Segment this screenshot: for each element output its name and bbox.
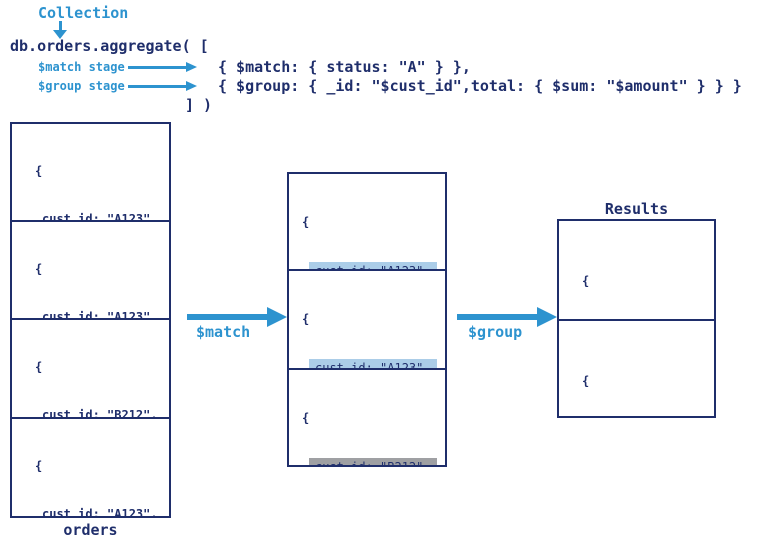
brace-open: { xyxy=(582,274,590,288)
brace-open: { xyxy=(35,262,43,276)
document-card: { cust_id: "B212", amount: 200, status: … xyxy=(289,368,445,465)
closing-bracket: ] ) xyxy=(185,96,213,114)
brace-open: { xyxy=(35,164,43,178)
document-card: { cust_id: "A123", amount: 250, status: … xyxy=(12,220,169,318)
document-card: { _id: "A123", total: 750 } xyxy=(559,221,714,319)
document-card: { cust_id: "A123", amount: 300, status: … xyxy=(12,417,169,516)
aggregate-code-line: db.orders.aggregate( [ xyxy=(10,37,209,55)
brace-open: { xyxy=(582,374,590,388)
match-stage-output-box: { cust_id: "A123", amount: 500, status: … xyxy=(287,172,447,467)
results-title: Results xyxy=(604,200,669,218)
orders-box-label: orders xyxy=(63,521,118,539)
highlighted-id-line: cust_id: "A123", xyxy=(309,262,437,269)
group-arrow-label: $group xyxy=(468,323,523,341)
brace-open: { xyxy=(35,459,43,473)
document-card: { cust_id: "A123", amount: 500, status: … xyxy=(289,174,445,269)
doc-line: cust_id: "A123", xyxy=(42,310,158,318)
doc-line: cust_id: "A123", xyxy=(42,212,158,220)
document-card: { cust_id: "A123", amount: 500, status: … xyxy=(12,124,169,220)
match-stage-label: $match stage xyxy=(38,60,125,74)
document-card: { cust_id: "A123", amount: 250, status: … xyxy=(289,269,445,368)
document-card: { _id: "B212", total: 200 } xyxy=(559,319,714,416)
match-arrow-label: $match xyxy=(196,323,251,341)
doc-line: cust_id: "B212", xyxy=(42,408,158,417)
match-code-line: { $match: { status: "A" } }, xyxy=(218,58,471,76)
orders-collection-box: { cust_id: "A123", amount: 500, status: … xyxy=(10,122,171,518)
group-code-line: { $group: { _id: "$cust_id",total: { $su… xyxy=(218,77,742,95)
highlighted-id-line: cust_id: "A123", xyxy=(309,359,437,368)
doc-line: cust_id: "A123", xyxy=(42,507,158,516)
collection-label: Collection xyxy=(38,4,129,22)
highlighted-id-line: cust_id: "B212", xyxy=(309,458,437,465)
group-stage-label: $group stage xyxy=(38,79,125,93)
results-box: { _id: "A123", total: 750 } { _id: "B212… xyxy=(557,219,716,418)
document-card: { cust_id: "B212", amount: 200, status: … xyxy=(12,318,169,417)
brace-open: { xyxy=(302,215,310,229)
brace-open: { xyxy=(302,411,310,425)
brace-open: { xyxy=(35,360,43,374)
brace-open: { xyxy=(302,312,310,326)
